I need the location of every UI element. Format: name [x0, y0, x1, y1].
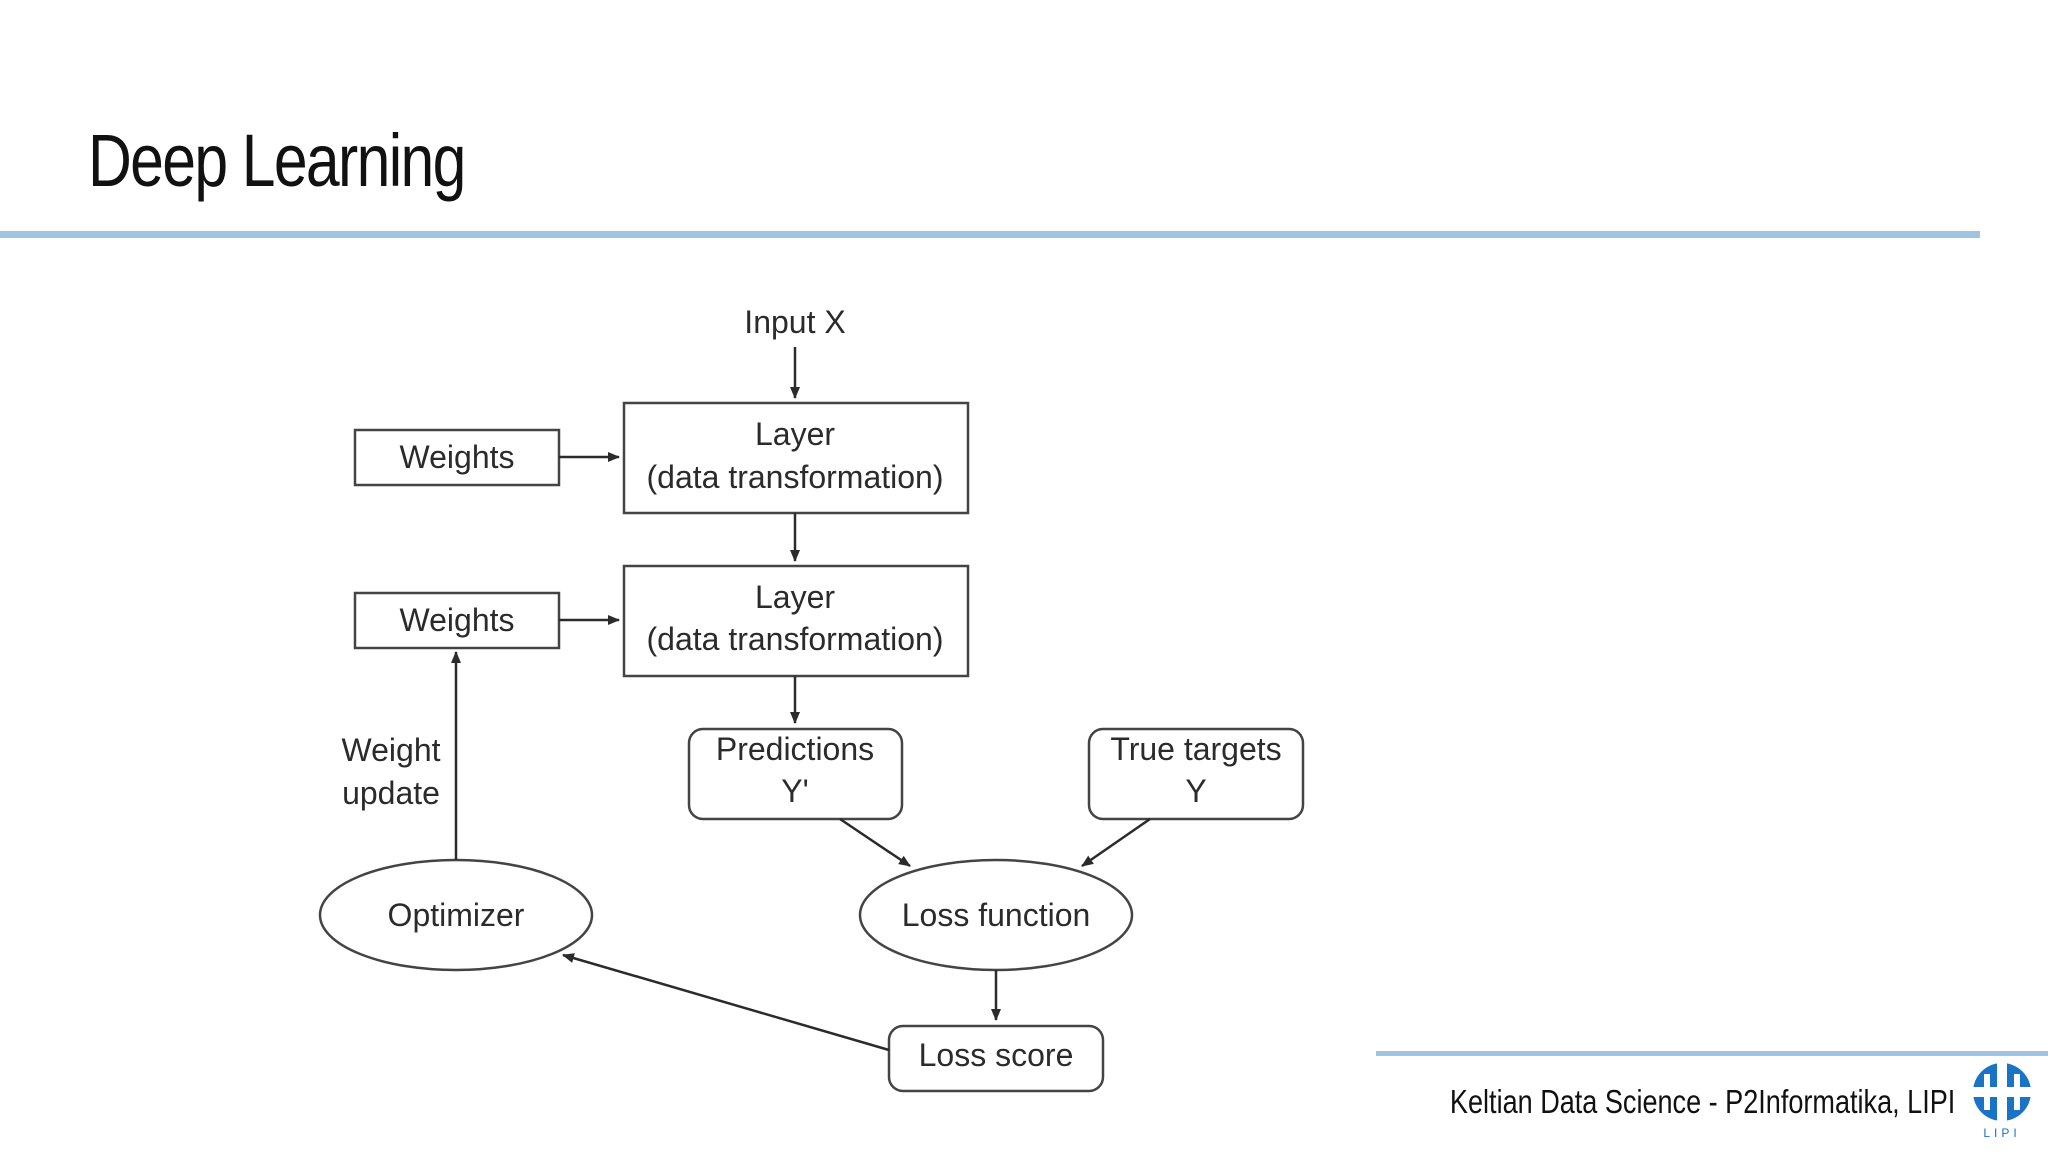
weights-1-box — [353, 428, 561, 487]
targets-to-loss-arrow — [1081, 817, 1151, 868]
footer-credit: Keltian Data Science - P2Informatika, LI… — [1449, 1083, 1955, 1120]
predictions-symbol: Y' — [781, 773, 808, 809]
true-targets-label: True targets — [1110, 731, 1281, 767]
loss-score-box — [887, 1024, 1105, 1093]
layer-2-box — [622, 564, 970, 678]
weight-update-label-line2: update — [342, 775, 440, 811]
layer-2-subtitle: (data transformation) — [646, 621, 943, 657]
layer-1-box — [622, 401, 970, 515]
layer-2-title: Layer — [755, 579, 835, 615]
input-x-label: Input X — [744, 304, 845, 340]
layer-1-subtitle: (data transformation) — [646, 459, 943, 495]
optimizer-label: Optimizer — [388, 897, 525, 933]
true-targets-box — [1087, 727, 1305, 821]
title-divider — [0, 231, 1980, 238]
score-to-optimizer-arrow — [562, 953, 890, 1052]
logo-text: LIPI — [1983, 1126, 2020, 1140]
footer-divider — [1376, 1051, 2048, 1056]
weights-1-label: Weights — [399, 439, 514, 475]
layer-1-title: Layer — [755, 416, 835, 452]
predictions-to-loss-arrow — [839, 817, 911, 868]
weight-update-label-line1: Weight — [341, 732, 440, 768]
predictions-label: Predictions — [716, 731, 874, 767]
true-targets-symbol: Y — [1185, 773, 1206, 809]
predictions-box — [687, 727, 904, 821]
weights-2-label: Weights — [399, 602, 514, 638]
slide-title: Deep Learning — [88, 119, 466, 202]
loss-function-label: Loss function — [902, 897, 1091, 933]
lipi-logo-icon: LIPI — [1973, 1063, 2031, 1140]
loss-score-label: Loss score — [919, 1037, 1074, 1073]
